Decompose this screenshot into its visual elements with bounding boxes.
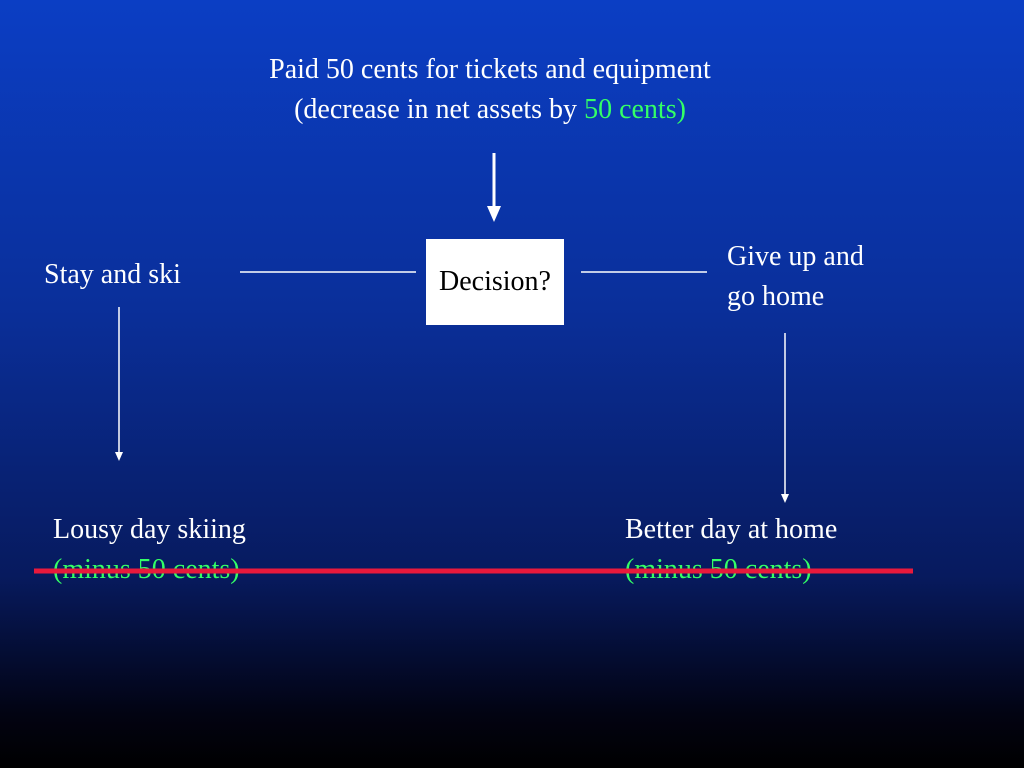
lousy-day-outcome: Lousy day skiing (minus 50 cents) — [53, 510, 246, 590]
decision-box: Decision? — [426, 239, 564, 325]
give-up-line2: go home — [727, 281, 825, 312]
better-line1: Better day at home — [625, 514, 838, 545]
better-day-outcome: Better day at home (minus 50 cents) — [625, 510, 837, 590]
header-text: Paid 50 cents for tickets and equipment … — [0, 50, 980, 130]
header-line2-highlight: 50 cents) — [584, 94, 686, 125]
lousy-line1: Lousy day skiing — [53, 514, 246, 545]
give-up-line1: Give up and — [727, 241, 864, 272]
lousy-line2: (minus 50 cents) — [53, 554, 240, 585]
top-arrow-head — [487, 206, 501, 222]
header-line1: Paid 50 cents for tickets and equipment — [269, 54, 711, 85]
left-down-arrow-head — [115, 452, 123, 461]
give-up-label: Give up and go home — [727, 237, 927, 317]
header-line2-prefix: (decrease in net assets by — [294, 94, 585, 125]
decision-label: Decision? — [439, 266, 551, 297]
better-line2: (minus 50 cents) — [625, 554, 812, 585]
header-line2: (decrease in net assets by 50 cents) — [0, 90, 980, 130]
right-down-arrow-head — [781, 494, 789, 503]
stay-and-ski-label: Stay and ski — [44, 259, 181, 290]
